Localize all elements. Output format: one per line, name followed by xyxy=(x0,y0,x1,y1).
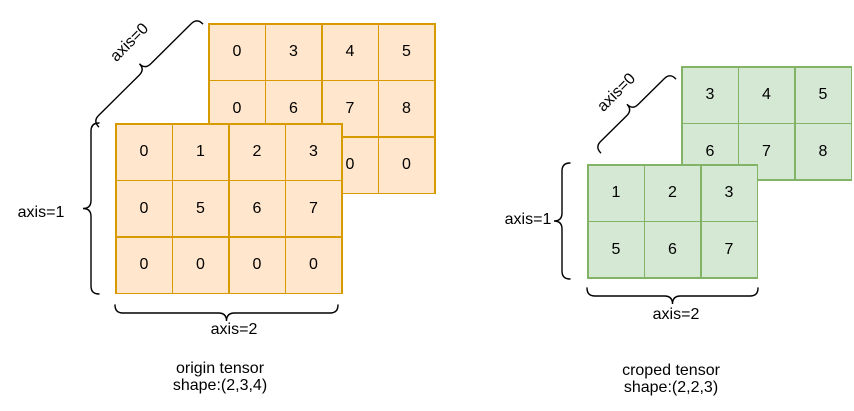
tensor-cell: 0 xyxy=(209,24,265,80)
tensor-cell: 0 xyxy=(286,237,341,293)
tensor-cell: 1 xyxy=(173,124,228,180)
origin-axis1-brace xyxy=(82,122,100,295)
tensor-cell: 5 xyxy=(588,222,644,277)
tensor-cell: 1 xyxy=(588,165,644,221)
tensor-cell: 5 xyxy=(795,67,851,123)
origin-axis2-brace xyxy=(114,304,339,322)
tensor-cell: 3 xyxy=(266,24,321,80)
tensor-cell: 5 xyxy=(173,181,228,236)
croped-tensor-caption: croped tensor shape:(2,2,3) xyxy=(622,362,720,396)
croped-axis1-brace xyxy=(553,162,571,280)
tensor-cell: 0 xyxy=(173,237,228,293)
tensor-cell: 3 xyxy=(286,124,341,180)
tensor-cell: 2 xyxy=(229,124,285,180)
croped-axis1-label: axis=1 xyxy=(504,211,552,228)
tensor-cell: 7 xyxy=(286,181,341,236)
croped-caption-title: croped tensor xyxy=(622,362,720,379)
origin-axis0-brace xyxy=(95,20,204,128)
tensor-cell: 5 xyxy=(379,24,434,80)
tensor-cell: 6 xyxy=(645,222,700,277)
tensor-cell: 0 xyxy=(229,237,285,293)
origin-axis1-label: axis=1 xyxy=(17,204,65,221)
croped-axis0-label: axis=0 xyxy=(594,70,640,116)
croped-caption-shape: shape:(2,2,3) xyxy=(623,379,719,396)
tensor-cell: 4 xyxy=(322,24,378,80)
tensor-cell: 6 xyxy=(229,181,285,236)
croped-axis2-brace xyxy=(586,287,759,305)
tensor-cell: 8 xyxy=(379,81,434,136)
tensor-cell: 7 xyxy=(701,222,757,277)
tensor-cell: 0 xyxy=(116,237,172,293)
tensor-cell: 0 xyxy=(379,137,434,193)
tensor-cell: 4 xyxy=(739,67,794,123)
origin-caption-title: origin tensor xyxy=(175,360,265,377)
origin-axis2-label: axis=2 xyxy=(210,321,258,338)
tensor-cell: 0 xyxy=(116,124,172,180)
tensor-cell: 2 xyxy=(645,165,700,221)
tensor-cell: 3 xyxy=(701,165,757,221)
tensor-cell: 8 xyxy=(795,124,851,179)
origin-tensor-caption: origin tensor shape:(2,3,4) xyxy=(173,360,267,394)
croped-axis2-label: axis=2 xyxy=(652,306,700,323)
tensor-cell: 3 xyxy=(682,67,738,123)
tensor-cell: 0 xyxy=(116,181,172,236)
origin-axis0-label: axis=0 xyxy=(107,20,153,66)
origin-caption-shape: shape:(2,3,4) xyxy=(172,377,268,394)
